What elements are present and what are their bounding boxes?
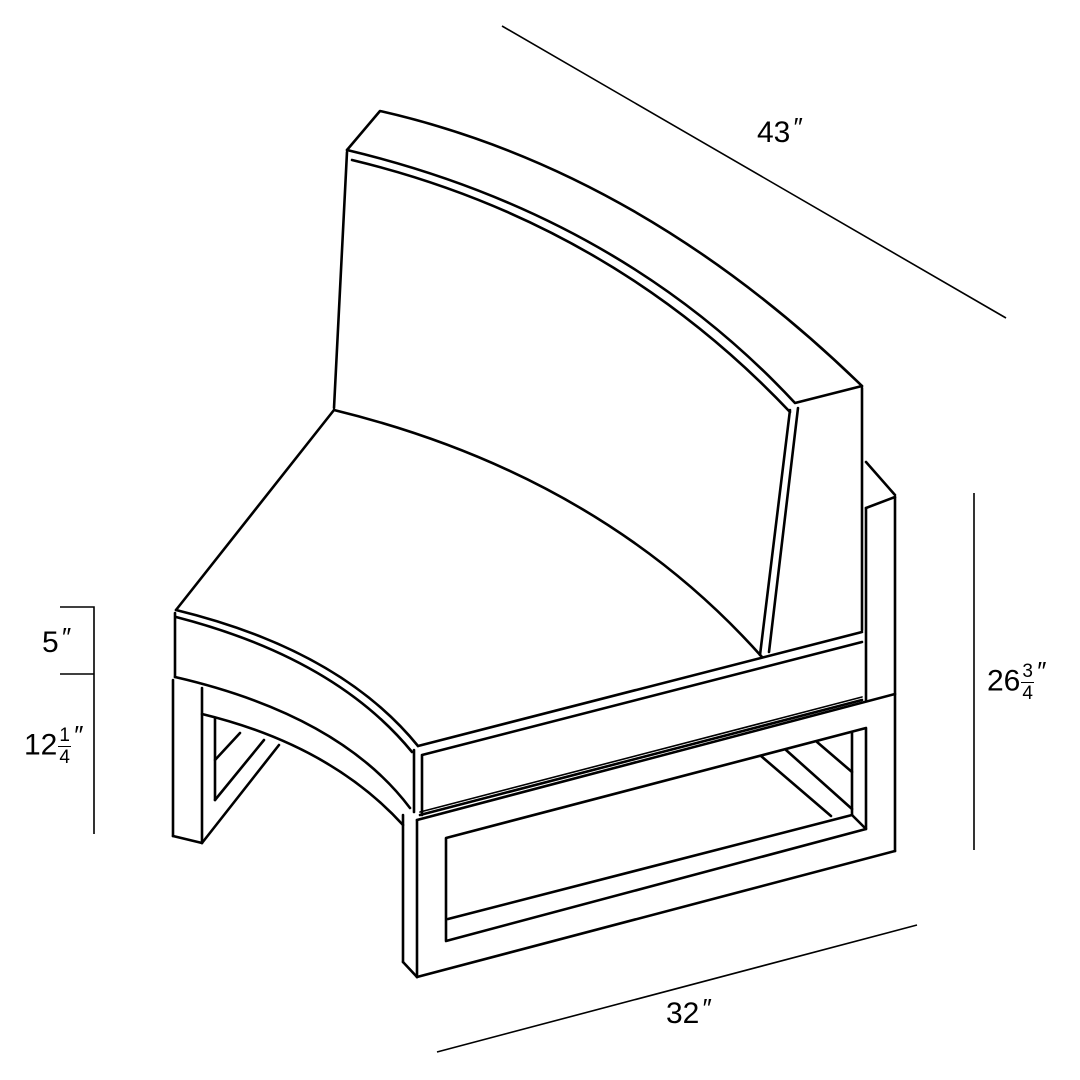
frame-front-top-rail <box>415 692 897 822</box>
frame-front-bottom-rail <box>415 849 897 979</box>
cushion-height-bracket <box>60 606 95 834</box>
backrest-left-edge <box>332 150 349 410</box>
seat-front-curve-top <box>174 608 420 748</box>
seat-base-height-unit: ″ <box>72 720 83 750</box>
seat-back-crease <box>332 408 764 659</box>
left-brace-diagonal-1 <box>213 731 242 762</box>
seat-right-bottom-edge <box>418 698 864 817</box>
width-label: 32″ <box>666 995 711 1030</box>
seat-cushion <box>173 408 864 817</box>
fraction-denominator: 4 <box>59 747 70 768</box>
depth-label: 43″ <box>757 114 802 149</box>
width-dimension-line <box>436 924 918 1053</box>
backrest-right-inner-edge <box>767 406 800 654</box>
depth-unit: ″ <box>792 112 802 142</box>
right-brace-diagonal-2 <box>784 748 854 811</box>
back-post-top-diagonal <box>864 460 897 497</box>
seat-frame-seam <box>419 696 863 813</box>
frame-opening-inner-bottom <box>446 813 854 921</box>
left-brace-diagonal-3 <box>200 743 281 845</box>
cushion-height-label: 5″ <box>42 624 70 659</box>
right-brace-diagonal-3 <box>815 740 854 774</box>
frame <box>171 460 897 979</box>
fraction-denominator: 4 <box>1022 683 1033 704</box>
left-brace-diagonal-2 <box>213 738 266 802</box>
back-post-top-front <box>864 495 897 510</box>
seat-base-height-whole: 12 <box>24 728 58 762</box>
backrest-top-outer-edge <box>345 109 864 388</box>
left-leg-bottom <box>171 834 204 845</box>
frame-opening-corner <box>850 813 868 831</box>
seat-right-bevel-edge <box>420 640 864 757</box>
seat-right-top-edge <box>416 630 864 748</box>
right-brace-diagonal-1 <box>759 754 833 818</box>
depth-value: 43 <box>757 116 791 149</box>
width-value: 32 <box>666 997 700 1030</box>
overall-height-unit: ″ <box>1035 656 1046 686</box>
backrest <box>332 109 864 659</box>
cushion-height-value: 5 <box>42 626 59 659</box>
fraction-numerator: 1 <box>58 725 71 747</box>
seat-front-curve-bevel <box>174 615 414 754</box>
seat-left-edge <box>174 408 336 612</box>
fraction-numerator: 3 <box>1021 661 1034 683</box>
backrest-right-front-edge <box>758 408 792 657</box>
depth-dimension-line <box>501 25 1007 319</box>
front-leg-bottom-bevel <box>401 960 419 979</box>
seat-left-bottom-curve <box>173 675 412 810</box>
overall-height-whole: 26 <box>987 664 1021 698</box>
dimension-lines <box>60 25 1007 1053</box>
width-unit: ″ <box>701 993 711 1023</box>
backrest-top-inner-edge <box>345 148 864 405</box>
left-frame-rail-lower <box>200 712 405 827</box>
backrest-front-bevel <box>350 158 792 414</box>
frame-front-opening <box>444 726 868 943</box>
cushion-height-unit: ″ <box>60 622 70 652</box>
